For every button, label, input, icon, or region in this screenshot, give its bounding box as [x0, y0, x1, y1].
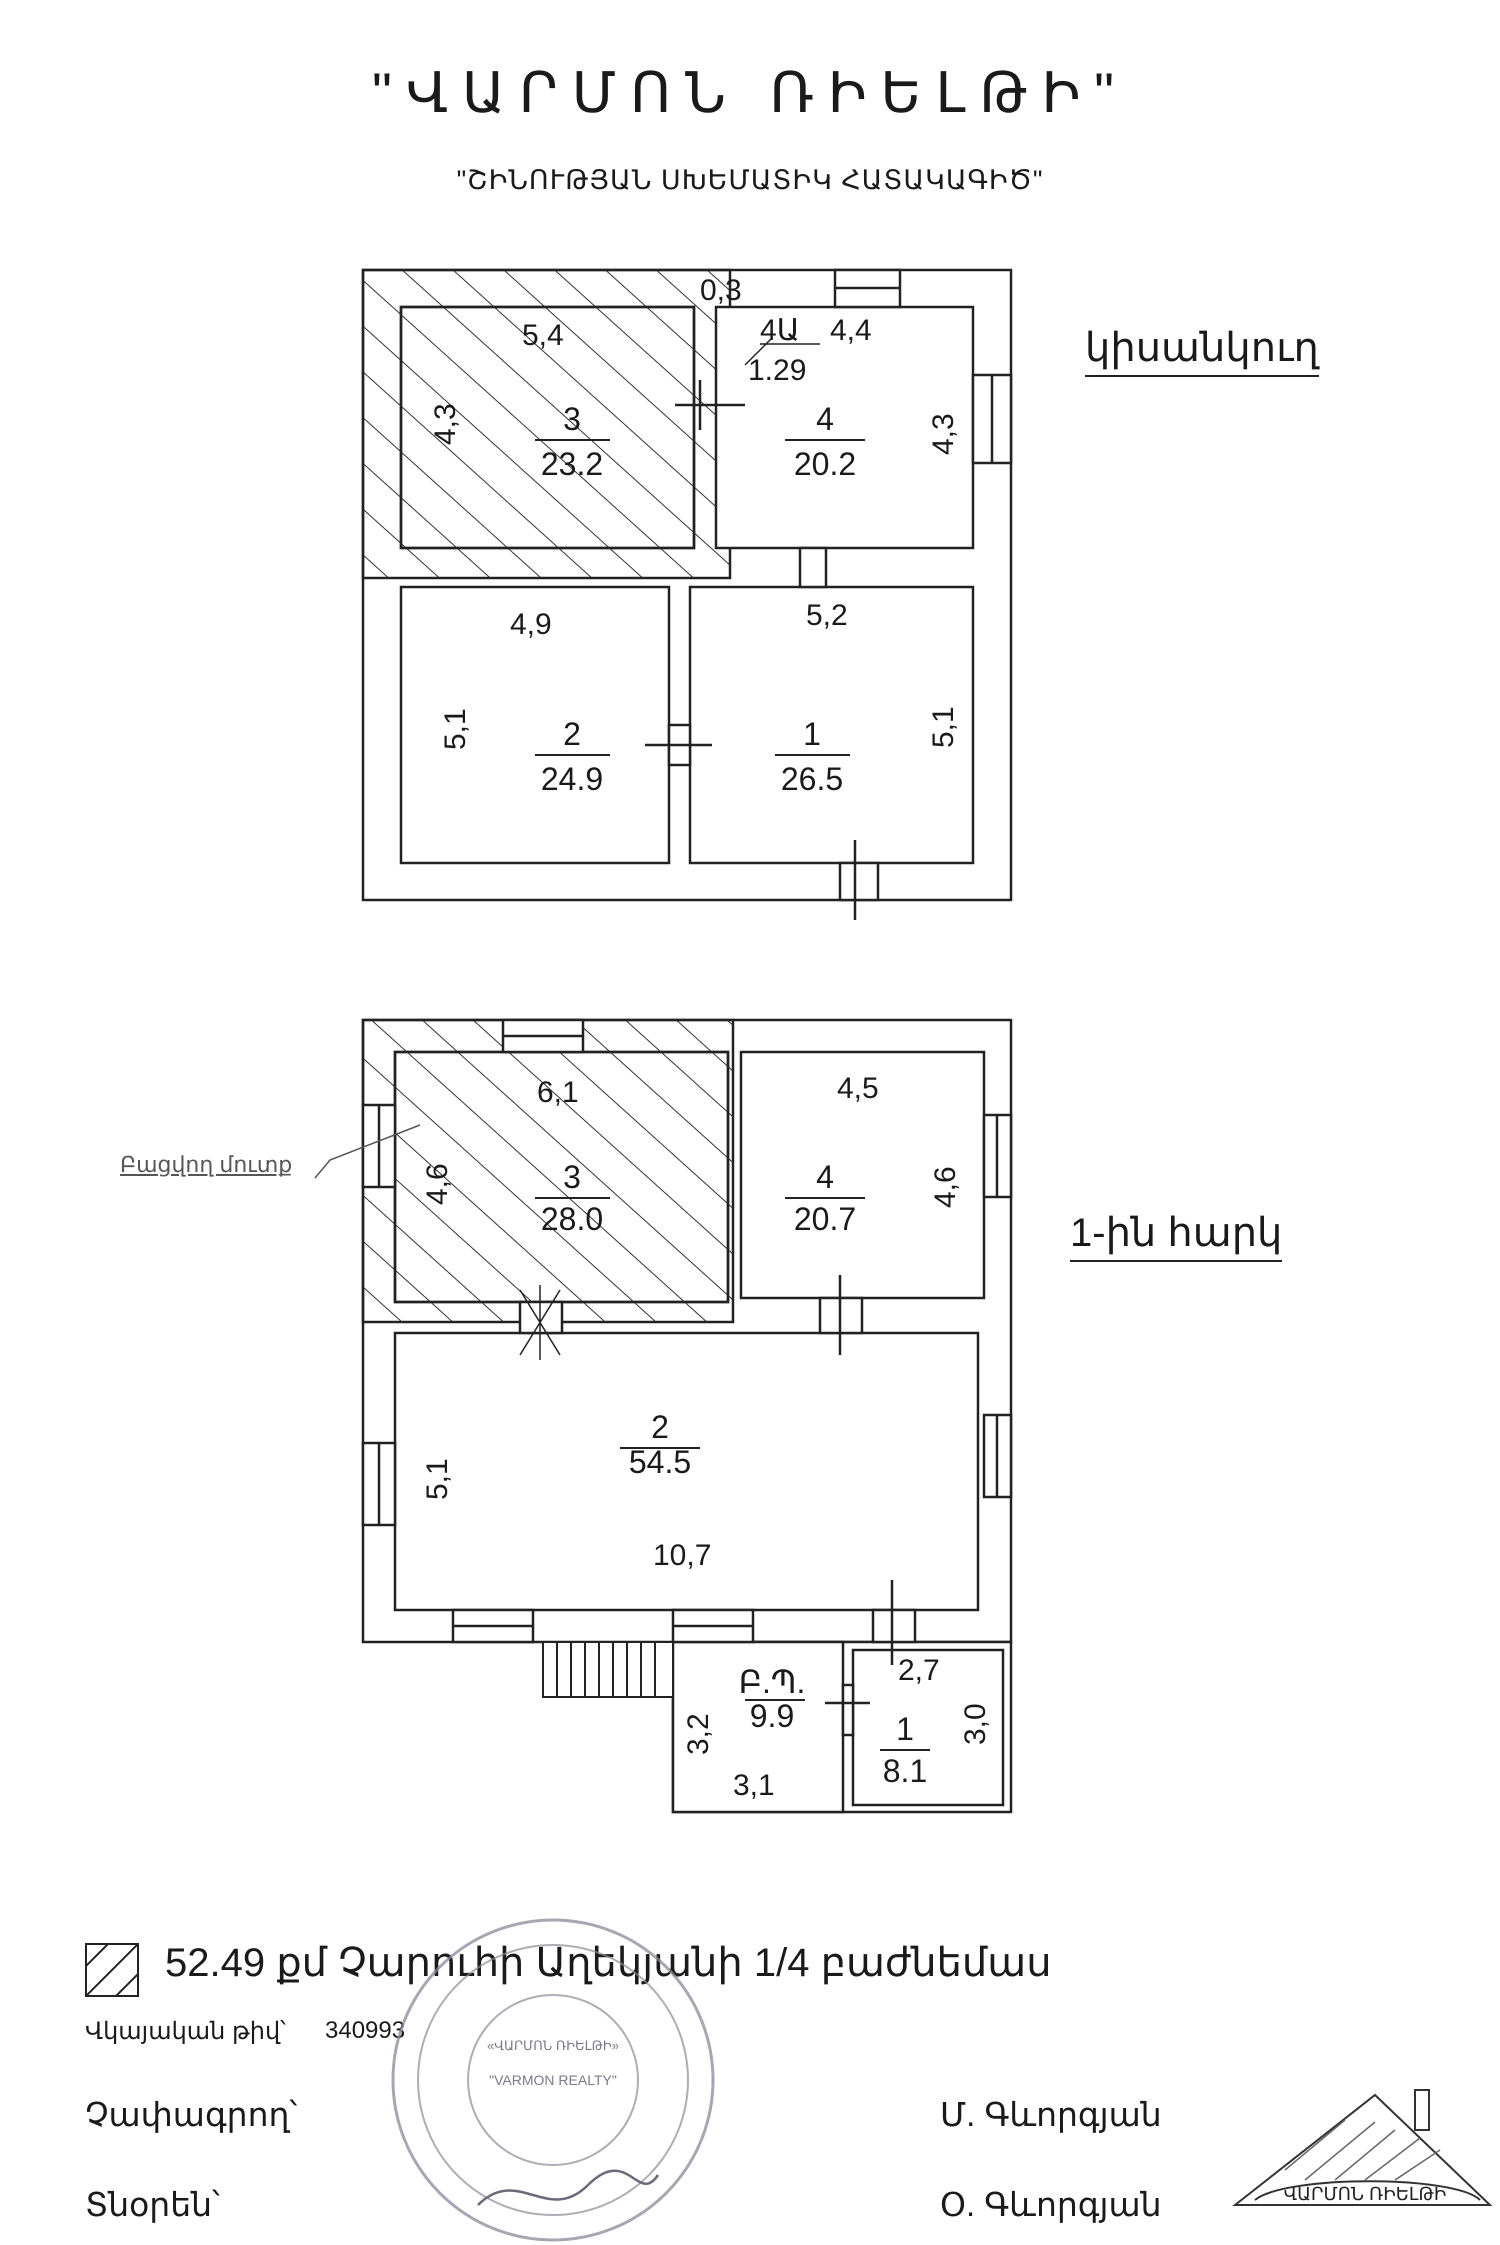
lower-room-3-area: 28.0 [541, 1201, 603, 1237]
lower-room-3-width: 6,1 [537, 1076, 579, 1109]
lower-room-2-height: 5,1 [421, 1458, 454, 1500]
upper-room-2 [399, 585, 671, 865]
lower-stairs [542, 1641, 674, 1698]
lower-door-bp-1 [841, 1683, 855, 1737]
chimney-icon [1414, 2089, 1430, 2131]
upper-room-3-hatch [399, 305, 696, 550]
lower-room-1-width: 2,7 [898, 1654, 940, 1687]
upper-room-4 [714, 305, 975, 550]
lower-room-3-hatch [393, 1050, 730, 1304]
upper-floor-label: կիսանկուղ [1085, 325, 1319, 377]
hatch-legend-icon [85, 1943, 139, 1997]
lower-room-4-height: 4,6 [929, 1166, 962, 1208]
lower-room-bp-width: 3,1 [733, 1769, 775, 1802]
director-name: Օ. Գևորգյան [940, 2186, 1162, 2223]
upper-room-1-area: 26.5 [781, 761, 843, 797]
upper-room-2-height: 5,1 [439, 708, 472, 750]
lower-room-2-width: 10,7 [653, 1539, 711, 1572]
lower-room-3-number: 3 [563, 1159, 581, 1195]
lower-room-bp-area: 9.9 [750, 1698, 794, 1734]
lower-floor-label: 1-ին հարկ [1070, 1210, 1283, 1262]
upper-room-1-height: 5,1 [927, 706, 960, 748]
lower-room-2-area: 54.5 [629, 1444, 691, 1480]
registration-number: 340993 [325, 2017, 406, 2044]
logo-text: ՎԱՐՄՈՆ ՌԻԵԼԹԻ [1284, 2184, 1447, 2204]
lower-room-4-width: 4,5 [837, 1072, 879, 1105]
upper-room-3-width: 5,4 [522, 319, 564, 352]
lower-room-3-height: 4,6 [421, 1163, 454, 1205]
company-logo: ՎԱՐՄՈՆ ՌԻԵԼԹԻ [1232, 2089, 1493, 2206]
lower-door-3-2 [518, 1300, 564, 1335]
upper-door-exit [838, 861, 880, 902]
director-label: Տնօրեն՝ [85, 2186, 220, 2223]
upper-room-2-width: 4,9 [510, 608, 552, 641]
registration-label: Վկայական թիվ՝ [85, 2018, 286, 2045]
upper-dim-0-3: 0,3 [700, 274, 742, 307]
upper-floor-plan [361, 268, 1013, 920]
lower-room-2 [393, 1331, 980, 1612]
entrance-callout: Բացվող մուտք [120, 1152, 293, 1177]
upper-room-3-height: 4,3 [429, 403, 462, 445]
lower-room-bp [671, 1640, 845, 1814]
upper-room-1-width: 5,2 [806, 599, 848, 632]
page-subtitle: "ՇԻՆՈՒԹՅԱՆ ՍԽԵՄԱՏԻԿ ՀԱՏԱԿԱԳԻԾ" [456, 165, 1044, 195]
upper-door-4-1 [798, 546, 828, 589]
upper-room-1-number: 1 [803, 716, 821, 752]
upper-room-4-number: 4 [816, 401, 834, 437]
upper-room-4a-area: 1.29 [748, 354, 806, 387]
lower-floor-plan [314, 1018, 1013, 1814]
lower-room-bp-number: Բ.Պ. [739, 1664, 806, 1700]
surveyor-name: Մ. Գևորգյան [940, 2096, 1162, 2133]
lower-room-4-number: 4 [816, 1159, 834, 1195]
lower-floor-labels: 6,1 4,6 3 28.0 4,5 4,6 4 20.7 5,1 2 54.5… [421, 1072, 992, 1802]
upper-room-2-area: 24.9 [541, 761, 603, 797]
page-title: "ՎԱՐՄՈՆ ՌԻԵԼԹԻ" [371, 61, 1129, 124]
surveyor-label: Չափագրող՝ [85, 2096, 298, 2133]
lower-room-1-number: 1 [896, 1711, 914, 1747]
upper-room-4a-number: 4Ա [760, 314, 800, 347]
upper-room-4-height: 4,3 [927, 413, 960, 455]
signature-scribble [477, 2169, 660, 2206]
lower-room-2-number: 2 [651, 1409, 669, 1445]
lower-door-2-1 [871, 1608, 917, 1644]
stamp-line-2: "VARMON REALTY" [489, 2072, 617, 2088]
lower-room-4-area: 20.7 [794, 1201, 856, 1237]
upper-room-2-number: 2 [563, 716, 581, 752]
lower-room-1-height: 3,0 [959, 1703, 992, 1745]
company-stamp: «ՎԱՐՄՈՆ ՌԻԵԼԹԻ» "VARMON REALTY" [391, 1918, 715, 2242]
upper-room-3-number: 3 [563, 401, 581, 437]
upper-room-4-area: 20.2 [794, 446, 856, 482]
lower-room-1-area: 8.1 [883, 1753, 927, 1789]
lower-room-bp-height: 3,2 [682, 1713, 715, 1755]
upper-floor-labels: 0,3 5,4 4,3 3 23.2 4Ա 1.29 4,4 4 20.2 4,… [429, 274, 960, 797]
stamp-line-1: «ՎԱՐՄՈՆ ՌԻԵԼԹԻ» [487, 2038, 619, 2053]
upper-room-4-width: 4,4 [830, 314, 872, 347]
hatch-legend-text: 52.49 քմ Չարուհի Աղեկյանի 1/4 բաժնեմաս [165, 1941, 1052, 1985]
lower-room-1 [851, 1648, 1005, 1807]
upper-room-3-area: 23.2 [541, 446, 603, 482]
